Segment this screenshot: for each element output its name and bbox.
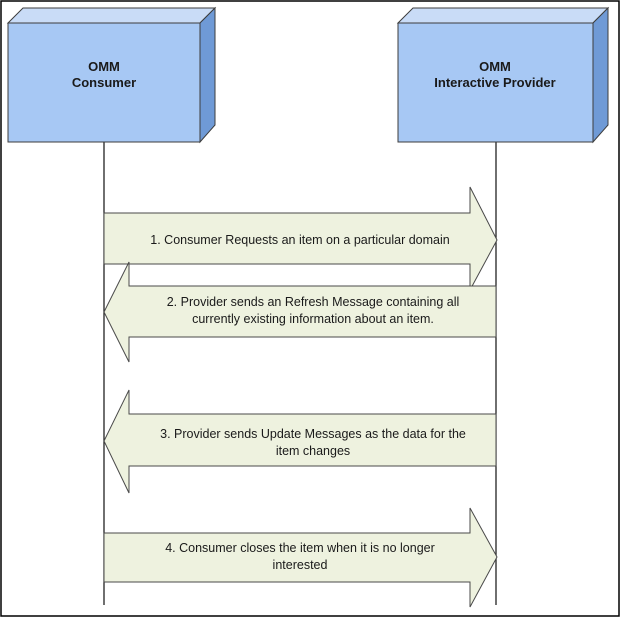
consumer-box: OMM Consumer	[6, 6, 217, 144]
provider-label-line1: OMM	[479, 59, 511, 74]
provider-box: OMM Interactive Provider	[396, 6, 610, 144]
message-4-text-line1: 4. Consumer closes the item when it is n…	[165, 541, 435, 555]
message-4-shape	[103, 507, 498, 608]
message-2-arrow: 2. Provider sends an Refresh Message con…	[103, 261, 497, 363]
message-2-text-line2: currently existing information about an …	[192, 312, 434, 326]
message-4-text-line2: interested	[273, 558, 328, 572]
consumer-label-line1: OMM	[88, 59, 120, 74]
message-2-text-line1: 2. Provider sends an Refresh Message con…	[167, 295, 460, 309]
message-1-shape	[103, 186, 498, 291]
consumer-box-top	[6, 7, 217, 24]
consumer-box-front	[7, 22, 201, 143]
message-1-text: 1. Consumer Requests an item on a partic…	[150, 233, 450, 247]
provider-box-top	[396, 7, 610, 24]
message-3-text-line2: item changes	[276, 444, 350, 458]
message-2-shape	[103, 261, 497, 363]
message-3-arrow: 3. Provider sends Update Messages as the…	[103, 389, 497, 494]
message-1-arrow: 1. Consumer Requests an item on a partic…	[103, 186, 498, 291]
provider-label-line2: Interactive Provider	[434, 75, 555, 90]
consumer-label-line2: Consumer	[72, 75, 136, 90]
message-3-text-line1: 3. Provider sends Update Messages as the…	[160, 427, 466, 441]
message-4-arrow: 4. Consumer closes the item when it is n…	[103, 507, 498, 608]
message-3-shape	[103, 389, 497, 494]
provider-box-side	[592, 6, 609, 144]
provider-box-front	[397, 22, 594, 143]
consumer-box-side	[199, 6, 216, 144]
